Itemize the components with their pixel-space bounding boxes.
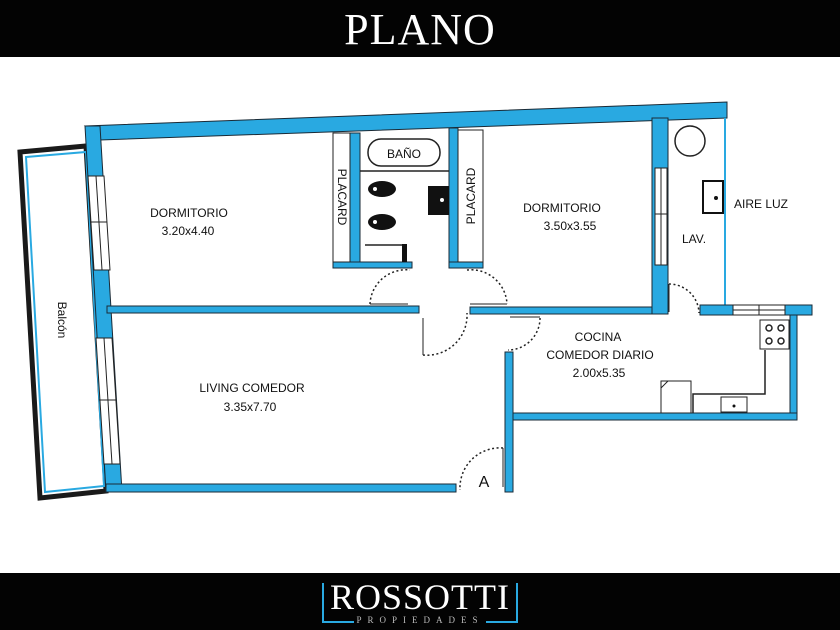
dormitorio-2-name: DORMITORIO bbox=[523, 201, 601, 215]
bath-right-wall bbox=[448, 127, 459, 269]
doors: A bbox=[369, 269, 700, 491]
balcony-label: Balcón bbox=[55, 302, 69, 339]
top-wall bbox=[83, 101, 728, 141]
room-labels: DORMITORIO 3.20x4.40 DORMITORIO 3.50x3.5… bbox=[150, 197, 788, 414]
bathroom: BAÑO PLACARD PLACARD bbox=[332, 129, 484, 263]
windows bbox=[87, 167, 786, 465]
fridge-icon bbox=[660, 380, 692, 414]
living-name: LIVING COMEDOR bbox=[199, 381, 305, 395]
kitchen-left-wall bbox=[504, 351, 514, 493]
bano-label: BAÑO bbox=[387, 147, 421, 161]
bidet-icon bbox=[368, 214, 396, 230]
placard-left-label: PLACARD bbox=[335, 169, 349, 226]
dormitorio-1-size: 3.20x4.40 bbox=[162, 224, 215, 238]
placard-right-label: PLACARD bbox=[464, 167, 478, 224]
living-size: 3.35x7.70 bbox=[224, 400, 277, 414]
kitchen-bottom-wall bbox=[511, 412, 798, 421]
brand-logo: ROSSOTTI PROPIEDADES bbox=[322, 577, 518, 625]
laundry-sink-icon bbox=[702, 180, 724, 214]
aire-luz-label: AIRE LUZ bbox=[734, 197, 788, 211]
fixtures bbox=[660, 125, 790, 414]
bath-left-wall bbox=[349, 132, 361, 269]
dorm2-bottom-wall bbox=[469, 306, 667, 315]
bath-bottom-wall-right bbox=[448, 261, 484, 269]
footer-bar: ROSSOTTI PROPIEDADES bbox=[0, 573, 840, 630]
bath-bottom-wall-left bbox=[332, 261, 413, 269]
toilet-icon bbox=[368, 181, 396, 197]
header-bar: PLANO bbox=[0, 0, 840, 57]
lav-label: LAV. bbox=[682, 232, 706, 246]
sink-icon bbox=[428, 186, 449, 215]
cocina-name-1: COCINA bbox=[575, 330, 622, 344]
page-title: PLANO bbox=[344, 5, 496, 54]
brand-name: ROSSOTTI bbox=[329, 577, 511, 617]
living-bottom-wall bbox=[105, 483, 457, 493]
floor-plan: Balcón BAÑO bbox=[17, 101, 813, 501]
brand-subtitle: PROPIEDADES bbox=[356, 615, 484, 625]
cocina-name-2: COMEDOR DIARIO bbox=[546, 348, 653, 362]
cocina-size: 2.00x5.35 bbox=[573, 366, 626, 380]
walls bbox=[83, 101, 813, 493]
entrance-label: A bbox=[479, 474, 490, 491]
bathtub-icon bbox=[367, 138, 441, 167]
dormitorio-2-size: 3.50x3.55 bbox=[544, 219, 597, 233]
water-heater-icon bbox=[674, 125, 706, 157]
dorm-living-wall bbox=[106, 305, 420, 314]
dormitorio-1-name: DORMITORIO bbox=[150, 206, 228, 220]
stove-icon bbox=[759, 319, 790, 350]
kitchen-right-wall bbox=[789, 314, 798, 421]
